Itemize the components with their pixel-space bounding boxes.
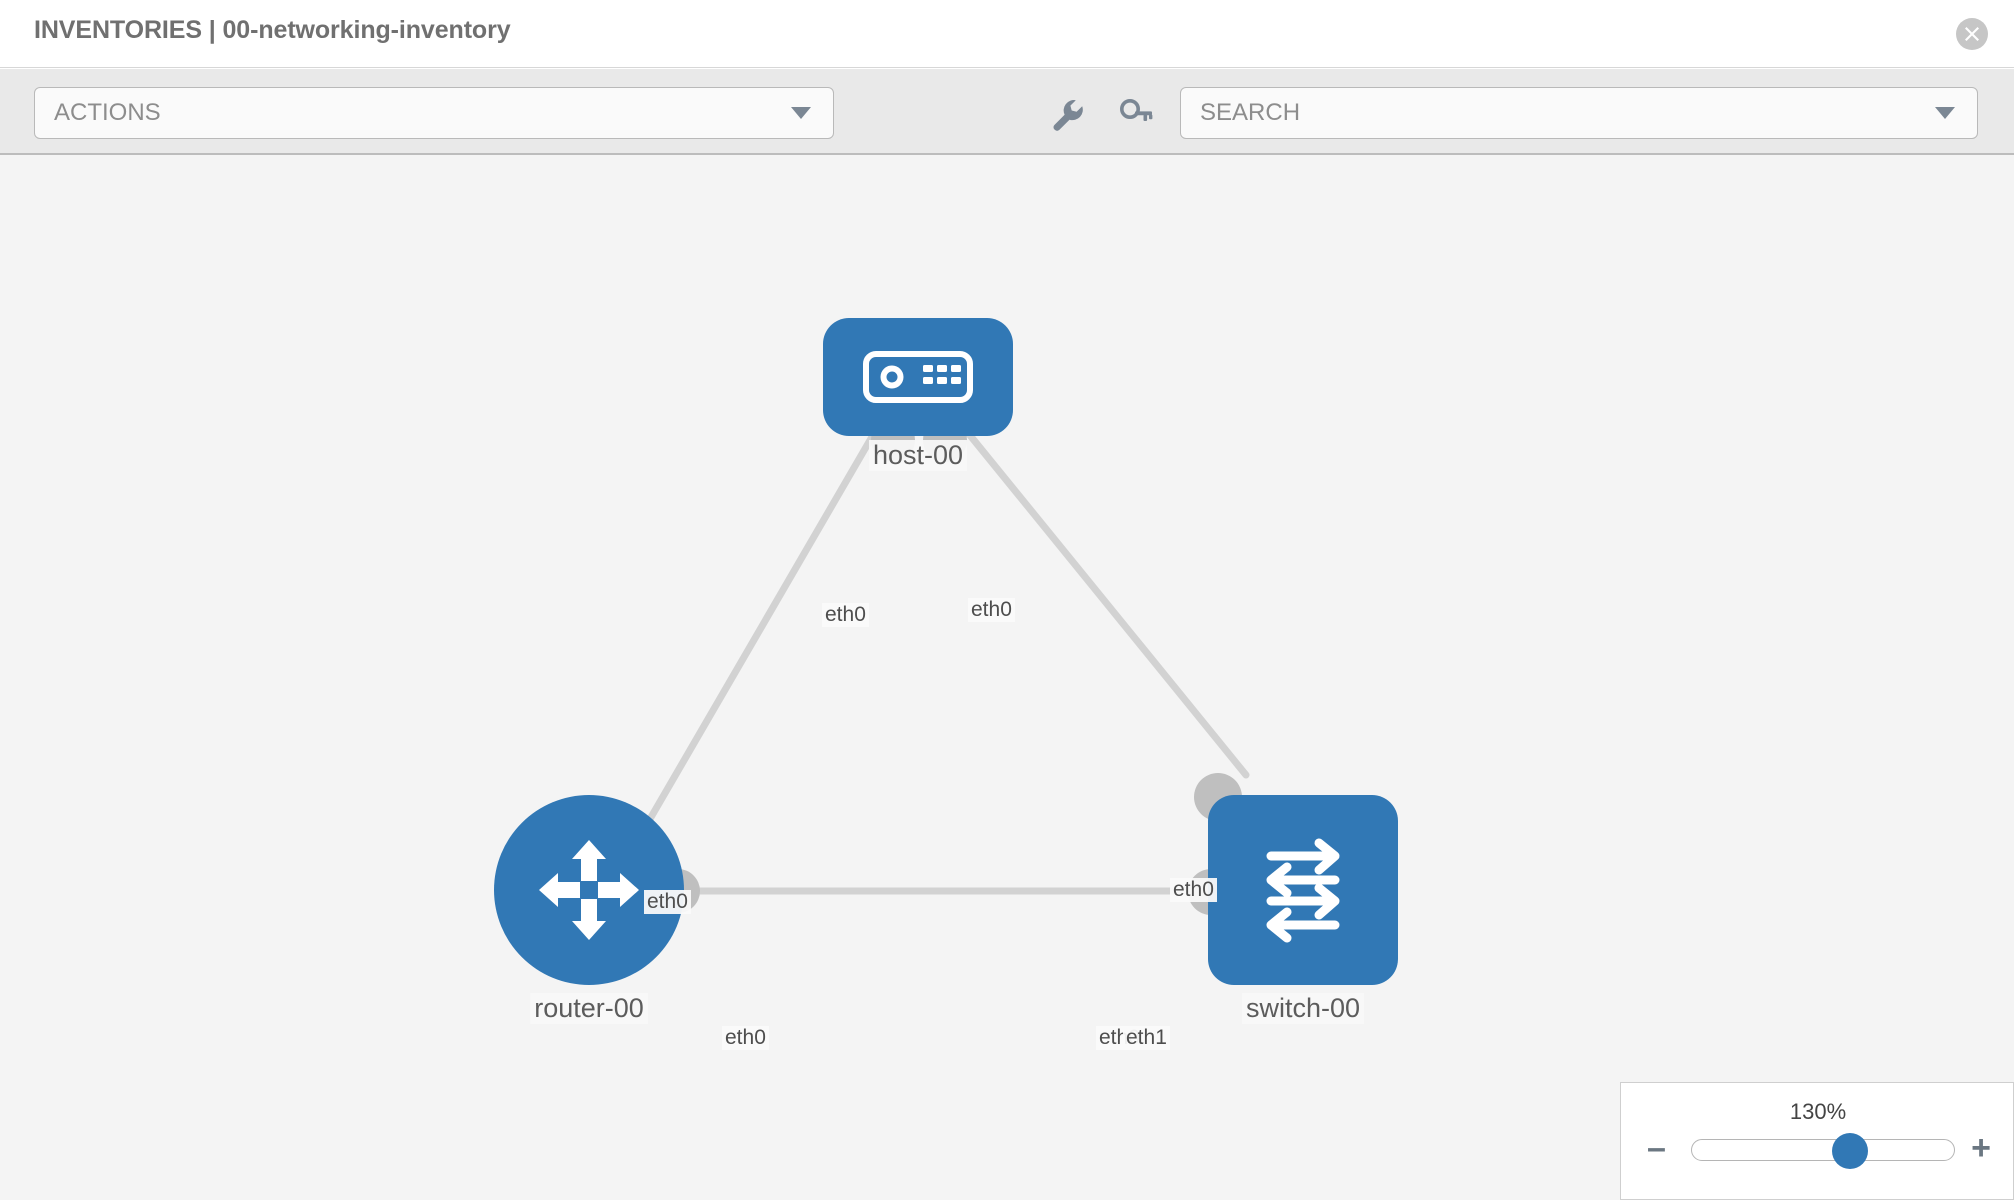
zoom-level-value: 130%	[1789, 1099, 1847, 1124]
link-host-switch	[956, 419, 1250, 779]
node-label-router-00: router-00	[530, 993, 648, 1024]
port-label-host-left: eth0	[822, 603, 869, 627]
node-label-switch-00: switch-00	[1241, 993, 1365, 1024]
node-switch-00[interactable]: switch-00	[1188, 773, 1398, 1035]
router-arrows-icon	[539, 840, 639, 940]
search-placeholder: SEARCH	[1200, 99, 1301, 126]
search-input[interactable]: SEARCH	[1180, 87, 1978, 139]
link-host-router	[639, 419, 884, 835]
switch-icon-tile	[1208, 795, 1398, 985]
port-label-router-up: eth0	[644, 890, 691, 914]
switch-arrows-icon	[1266, 838, 1340, 943]
wrench-icon[interactable]	[1048, 95, 1088, 135]
key-icon[interactable]	[1116, 95, 1156, 135]
port-label-switch-up: eth0	[1170, 878, 1217, 902]
zoom-slider-thumb[interactable]	[1832, 1133, 1868, 1169]
chevron-down-icon	[1935, 107, 1955, 119]
port-label-host-right: eth0	[968, 598, 1015, 622]
port-label-router-right: eth0	[722, 1026, 769, 1050]
chevron-down-icon	[791, 107, 811, 119]
actions-dropdown-label: ACTIONS	[54, 99, 161, 126]
zoom-slider[interactable]	[1691, 1133, 1955, 1169]
router-icon-tile	[494, 795, 684, 985]
topology-canvas[interactable]: host-00 router-00	[0, 155, 2014, 1200]
server-device-icon	[863, 351, 973, 403]
toolbar: ACTIONS SEARCH	[0, 69, 2014, 155]
close-icon[interactable]	[1956, 18, 1988, 50]
host-icon-tile	[823, 318, 1013, 436]
node-host-00[interactable]: host-00	[823, 318, 1013, 518]
zoom-out-button[interactable]: –	[1647, 1129, 1666, 1167]
page-header: INVENTORIES | 00-networking-inventory	[0, 0, 2014, 68]
zoom-control-panel: 130% – +	[1620, 1082, 2014, 1200]
page-title: INVENTORIES | 00-networking-inventory	[34, 16, 511, 44]
zoom-in-button[interactable]: +	[1971, 1129, 1991, 1167]
node-label-host-00: host-00	[868, 440, 968, 471]
port-label-switch-left: eth1	[1123, 1026, 1170, 1050]
node-router-00[interactable]: router-00	[494, 795, 700, 1035]
actions-dropdown[interactable]: ACTIONS	[34, 87, 834, 139]
topology-links	[639, 419, 1250, 895]
